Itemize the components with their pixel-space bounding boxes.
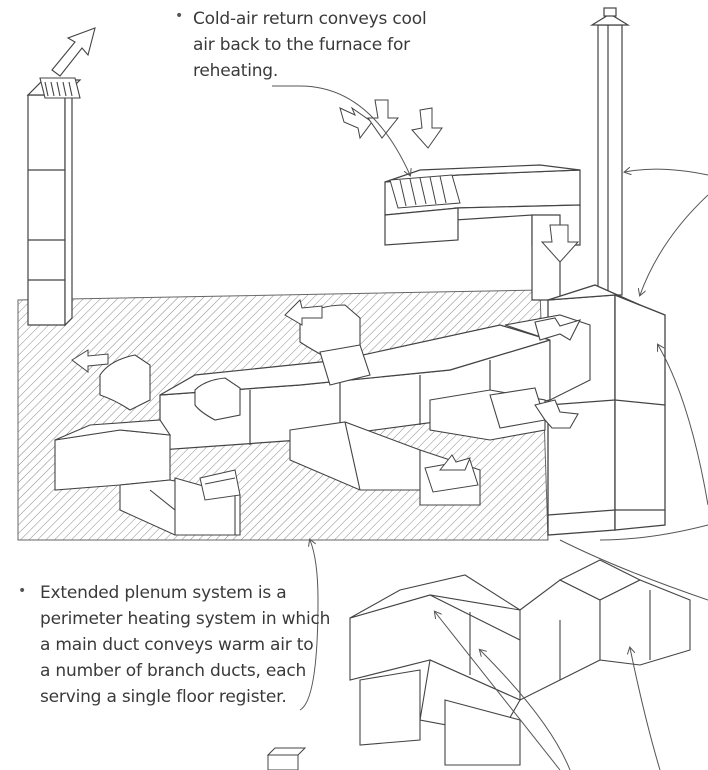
left-branch-ducts <box>54 419 241 536</box>
bullet-marker: • <box>175 8 184 24</box>
return-air-grille <box>389 174 461 209</box>
annotation-line: air back to the furnace for <box>193 35 410 55</box>
leader-lines <box>272 85 708 770</box>
return-air-arrows <box>339 99 580 263</box>
plenum-transition <box>504 314 591 401</box>
annotation-line: perimeter heating system in which <box>40 609 331 629</box>
left-elbow-boots <box>99 354 241 421</box>
annotation-line: serving a single floor register. <box>40 687 287 707</box>
annotation-line: Cold-air return conveys cool <box>193 9 427 29</box>
left-stack-register <box>39 77 81 99</box>
left-floor-register <box>199 469 241 501</box>
center-floor-register <box>424 454 479 493</box>
annotation-line: reheating. <box>193 61 279 81</box>
warm-air-arrow-up-left <box>51 27 96 77</box>
annotation-line: a number of branch ducts, each <box>40 661 307 681</box>
annotation-line: a main duct conveys warm air to <box>40 635 314 655</box>
warm-air-arrow-left-boot <box>71 349 109 373</box>
annotation-line: Extended plenum system is a <box>40 583 287 603</box>
warm-air-arrow-center-boot <box>284 299 323 326</box>
left-supply-stack <box>26 79 82 327</box>
bottom-fragment <box>266 747 307 770</box>
flue-pipe <box>589 7 631 296</box>
right-branch-duct <box>429 387 579 441</box>
center-elbow-boots <box>299 304 371 386</box>
plenum-detail-drawing <box>349 559 691 766</box>
bullet-marker: • <box>18 583 27 599</box>
extended-plenum-annotation: Extended plenum system is a perimeter he… <box>40 580 331 710</box>
cold-air-return-annotation: Cold-air return conveys cool air back to… <box>193 6 453 84</box>
